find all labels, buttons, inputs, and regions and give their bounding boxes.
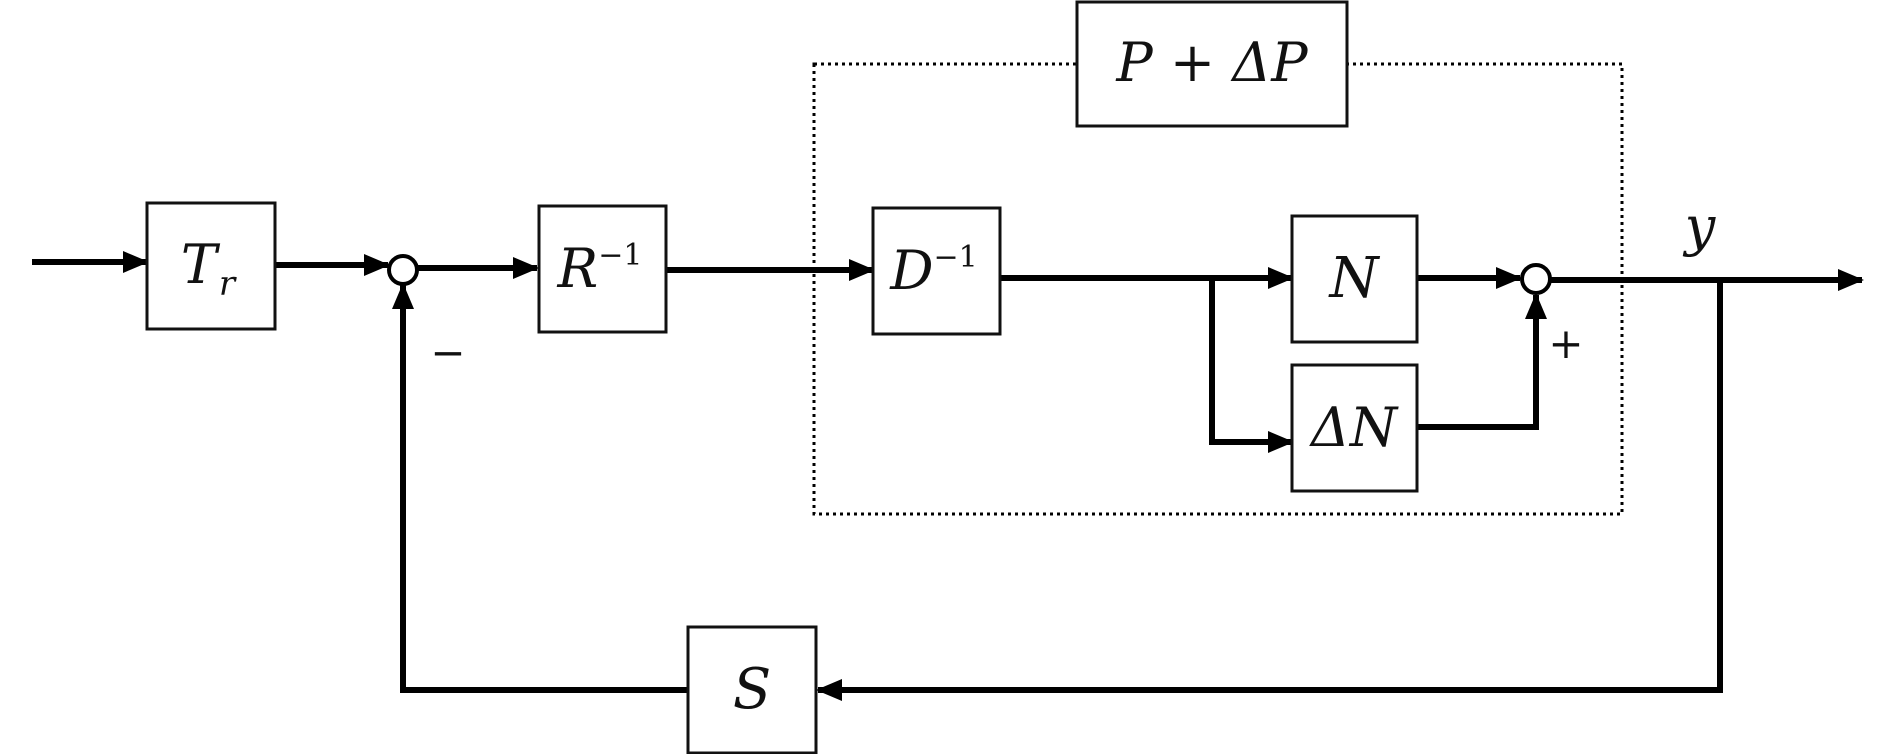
r-inverse-label: R−1 [557,237,643,300]
feedback-wire [816,280,1723,701]
tr-block [145,201,277,331]
plant-label: P + ΔP [1115,31,1309,94]
branch-to-delta-n-arrow [1209,278,1294,453]
s-to-sum-arrow [392,283,688,693]
delta-n-to-sum-arrow [1417,293,1547,430]
uncertain-plant-boundary [812,62,1624,516]
delta-n-block [1290,363,1419,493]
r-inverse-block [537,204,668,334]
tr-label: Tr [181,233,237,304]
delta-n-label: ΔN [1309,396,1399,459]
n-block [1290,214,1419,344]
s-label: S [733,657,771,722]
d-inverse-block [871,206,1002,336]
s-block [686,625,818,754]
output-label: y [1683,195,1717,258]
d-inverse-label: D−1 [889,239,978,302]
feedback-sign: − [430,328,465,377]
summing-junction-2 [1520,263,1552,295]
plant-label-box [1075,0,1349,128]
n-label: N [1328,246,1381,311]
uncertainty-sign: + [1548,319,1583,368]
summing-junction-1 [387,254,419,286]
